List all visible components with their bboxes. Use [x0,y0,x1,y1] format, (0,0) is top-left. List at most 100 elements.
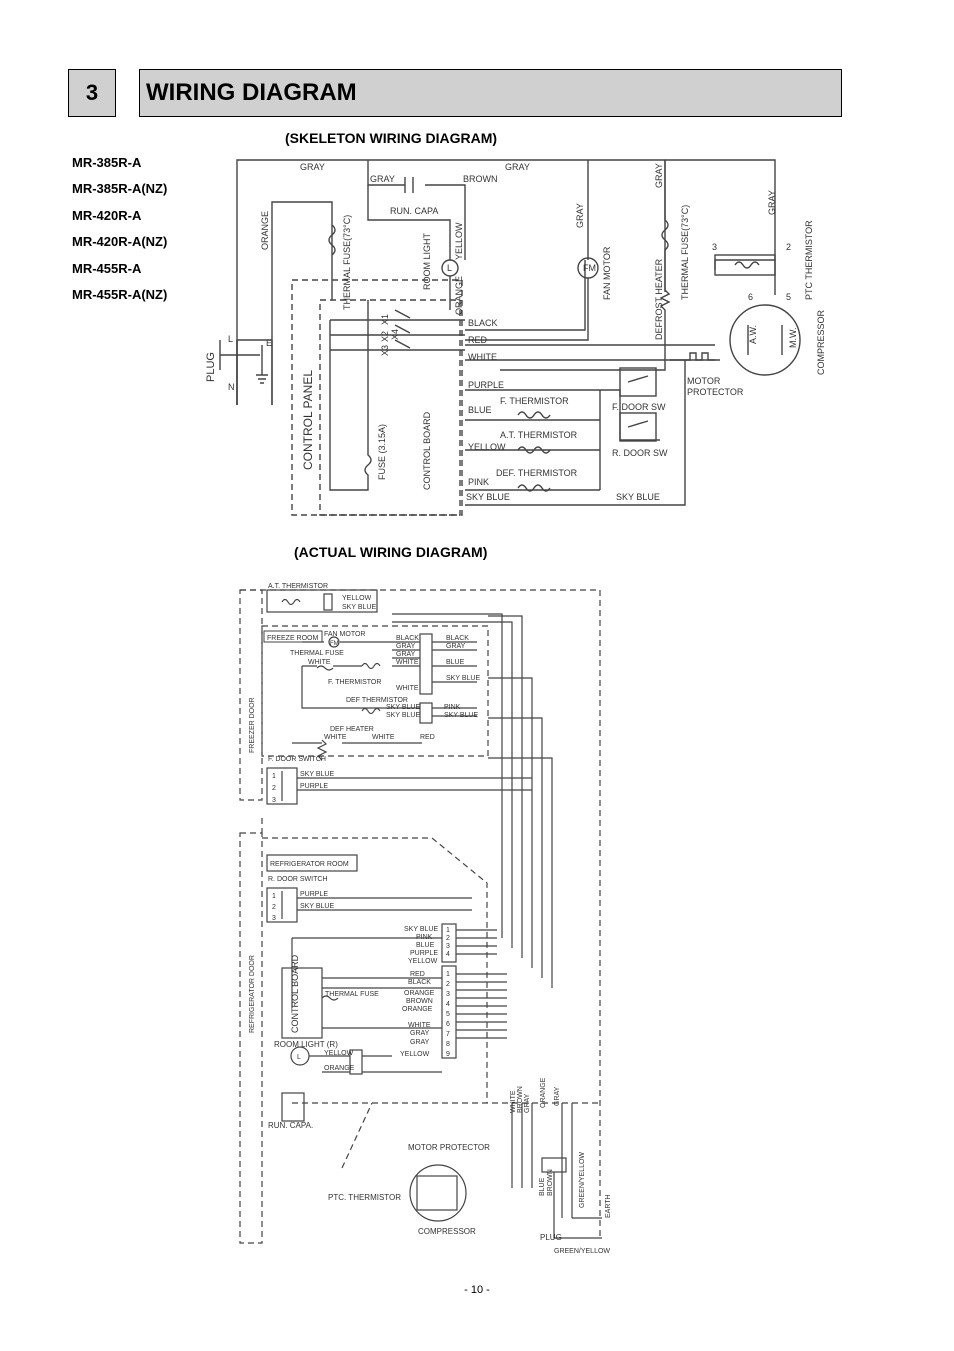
label-pink: PINK [416,934,433,941]
label-black: BLACK [396,635,419,642]
label-orange: ORANGE [404,990,435,997]
label-green-yellow: GREEN/YELLOW [579,1152,586,1208]
label-black: BLACK [468,318,498,328]
label-x2: X2 [380,331,390,342]
label-refrigerator-room: REFRIGERATOR ROOM [270,861,349,868]
label-control-board: CONTROL BOARD [290,954,300,1033]
model-item: MR-420R-A [72,207,142,223]
label-freeze-room: FREEZE ROOM [267,635,319,642]
label-brown: BROWN [517,1086,524,1113]
pin-4: 4 [446,951,450,958]
label-black: BLACK [408,979,431,986]
label-purple: PURPLE [468,380,504,390]
label-freezer-door: FREEZER DOOR [249,697,256,753]
label-gray: GRAY [410,1030,430,1037]
pin-1: 1 [272,893,276,900]
label-t6: 6 [748,292,753,302]
label-x1: X1 [380,314,390,325]
label-f-thermistor: F. THERMISTOR [500,396,569,406]
label-sky-blue: SKY BLUE [386,712,420,719]
pin-2: 2 [446,935,450,942]
actual-caption: (ACTUAL WIRING DIAGRAM) [294,544,488,560]
label-blue: BLUE [416,942,435,949]
label-refrigerator-door: REFRIGERATOR DOOR [249,955,256,1033]
label-purple: PURPLE [300,891,328,898]
label-run-capa: RUN. CAPA. [268,1121,313,1130]
label-yellow: YELLOW [400,1051,430,1058]
model-item: MR-455R-A(NZ) [72,286,168,302]
label-compressor: COMPRESSOR [816,309,826,375]
label-def-heater: DEF HEATER [330,726,374,733]
label-thermal-fuse: THERMAL FUSE [290,650,344,657]
pin-6: 6 [446,1021,450,1028]
label-fm: FM [583,263,596,273]
label-t5: 5 [786,292,791,302]
label-n: N [228,382,235,392]
label-white: WHITE [408,1022,431,1029]
pin-4: 4 [446,1001,450,1008]
label-run-capa: RUN. CAPA [390,206,438,216]
label-white: WHITE [468,352,497,362]
label-gray: GRAY [524,1093,531,1113]
label-pink: PINK [444,704,461,711]
label-brown: BROWN [547,1169,554,1196]
label-ptc-thermistor: PTC THERMISTOR [804,220,814,300]
pin-5: 5 [446,1011,450,1018]
label-blue: BLUE [539,1177,546,1196]
label-f-door-switch: F. DOOR SWITCH [268,756,326,763]
label-room-light: ROOM LIGHT [422,232,432,290]
label-x3: X3 [380,345,390,356]
pin-1: 1 [446,927,450,934]
label-plug: PLUG [540,1233,562,1242]
model-item: MR-385R-A [72,155,142,170]
label-white: WHITE [396,685,419,692]
label-gray: GRAY [410,1039,430,1046]
label-purple: PURPLE [410,950,438,957]
label-orange: ORANGE [454,276,464,315]
label-x4: X4 [390,329,400,340]
pin-2: 2 [446,981,450,988]
label-sky-blue: SKY BLUE [444,712,478,719]
label-sky-blue: SKY BLUE [342,604,376,611]
label-sky-blue: SKY BLUE [386,704,420,711]
label-sky-blue: SKY BLUE [300,771,334,778]
label-t3: 3 [712,242,717,252]
label-compressor: COMPRESSOR [418,1227,476,1236]
label-blue: BLUE [468,405,492,415]
label-gray: GRAY [767,190,777,215]
label-yellow: YELLOW [408,958,438,965]
label-fan-motor: FAN MOTOR [324,631,365,638]
label-e: E [266,338,272,348]
label-orange: ORANGE [540,1077,547,1108]
label-green-yellow: GREEN/YELLOW [554,1248,610,1255]
label-motor-protector: MOTOR PROTECTOR [408,1143,490,1152]
label-red: RED [468,335,488,345]
label-brown: BROWN [406,998,433,1005]
label-gray: GRAY [446,643,466,650]
pin-3: 3 [446,943,450,950]
label-mw: M.W. [788,328,798,349]
label-f-thermistor: F. THERMISTOR [328,679,381,686]
label-at-thermistor: A.T. THERMISTOR [500,430,578,440]
label-fm: FM [330,641,339,647]
label-red: RED [420,734,435,741]
label-fan-motor: FAN MOTOR [602,246,612,300]
label-white: WHITE [510,1090,517,1113]
label-gray: GRAY [370,174,395,184]
label-orange: ORANGE [324,1065,355,1072]
label-r-door-switch: R. DOOR SWITCH [268,876,328,883]
page-number: - 10 - [464,1284,490,1296]
actual-wiring-diagram: A.T. THERMISTOR YELLOW SKY BLUE FREEZE R… [239,583,612,1255]
label-orange: ORANGE [260,211,270,250]
label-control-board: CONTROL BOARD [422,411,432,490]
skeleton-caption: (SKELETON WIRING DIAGRAM) [285,130,498,146]
label-gray: GRAY [300,162,325,172]
skeleton-wiring-diagram: GRAY GRAY GRAY BROWN RUN. CAPA ORANGE TH… [205,159,826,516]
label-red: RED [410,971,425,978]
label-defrost-heater: DEFROST HEATER [654,258,664,340]
model-list: MR-385R-A MR-385R-A(NZ) MR-420R-A MR-420… [72,154,167,312]
label-white: WHITE [372,734,395,741]
section-number: 3 [68,69,116,117]
label-room-light-l: L [297,1054,301,1061]
label-motor: MOTOR [687,376,721,386]
